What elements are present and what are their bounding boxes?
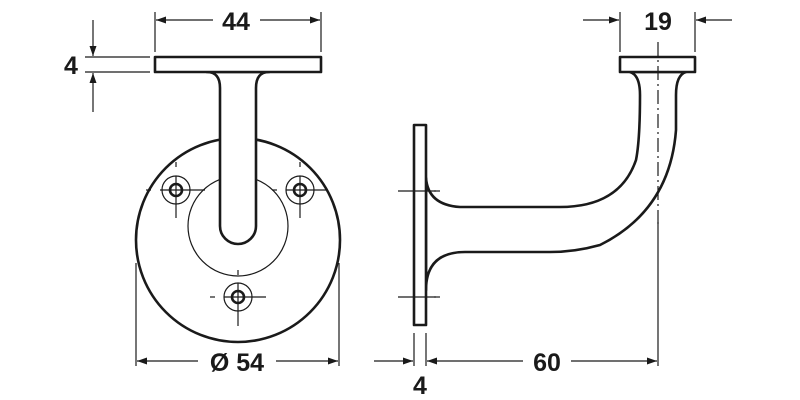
bracket-arm [424,70,688,292]
dimension-4-top: 4 [64,20,150,112]
dimension-label-base-diameter: Ø 54 [210,349,264,377]
screw-hole-right [272,162,328,218]
dimension-44: 44 [154,8,322,52]
dimension-19: 19 [583,8,732,52]
dimension-label-projection: 60 [533,349,561,377]
base-plate [412,123,428,327]
dimension-label-top-plate-width: 44 [222,8,250,36]
dimension-label-base-plate-thickness: 4 [413,372,427,400]
screw-hole-left [146,162,205,218]
dimension-label-saddle-width: 19 [644,8,672,36]
dimension-diameter-54: Ø 54 [135,263,340,377]
stem [205,70,271,246]
dimension-4-bottom: 4 [374,333,427,400]
dimension-label-top-plate-thickness: 4 [64,52,78,80]
dimension-60: 60 [427,349,657,377]
front-view: 44 4 Ø 54 [64,8,342,377]
screw-hole-bottom [210,270,266,326]
side-profile-view: 19 4 60 [374,8,732,400]
top-plate [153,55,323,74]
